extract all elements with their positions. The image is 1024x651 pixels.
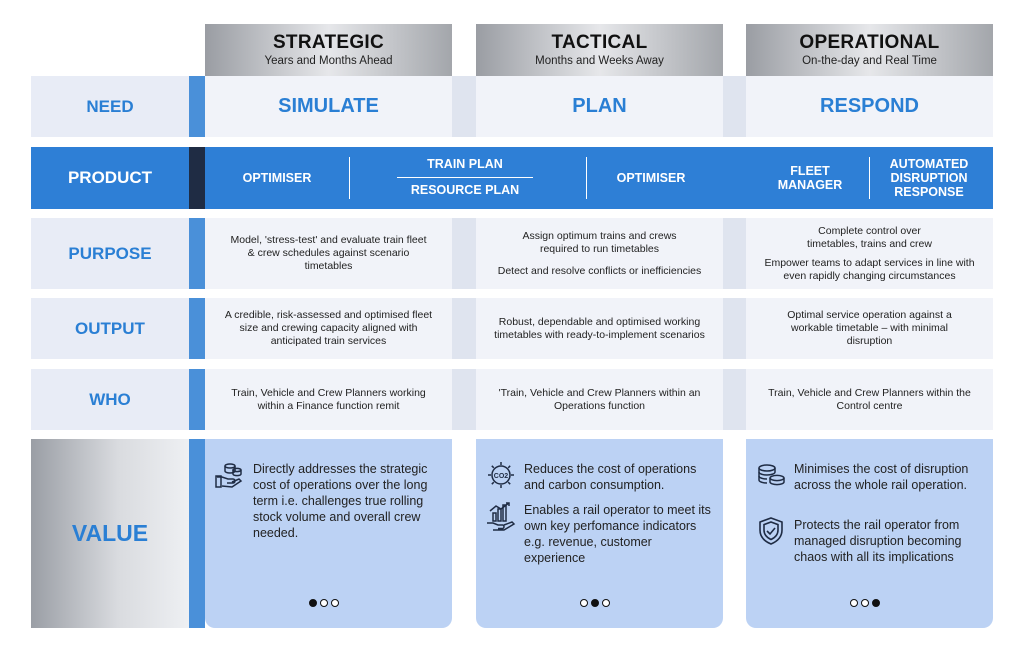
output-text: Robust, dependable and optimised working… — [494, 315, 705, 341]
row-label-value: VALUE — [31, 439, 189, 628]
value-item: Minimises the cost of disruption across … — [756, 460, 981, 493]
output-strategic: A credible, risk-assessed and optimised … — [205, 298, 452, 359]
value-strategic: Directly addresses the strategic cost of… — [205, 439, 452, 628]
need-plan: PLAN — [476, 76, 723, 137]
column-separator — [723, 298, 746, 359]
column-separator — [452, 298, 476, 359]
product-automated-disruption-response: AUTOMATED DISRUPTION RESPONSE — [889, 157, 969, 199]
need-respond: RESPOND — [746, 76, 993, 137]
product-divider — [397, 177, 533, 178]
column-separator — [723, 369, 746, 430]
pager-dot[interactable] — [872, 599, 880, 607]
row-accent-bar — [189, 76, 205, 137]
growth-chart-hand-icon — [486, 501, 518, 533]
purpose-text: Empower teams to adapt services in line … — [764, 256, 975, 282]
purpose-operational: Complete control over timetables, trains… — [746, 218, 993, 289]
co2-icon: CO2 — [486, 460, 518, 492]
row-label-output: OUTPUT — [31, 298, 189, 359]
column-header-strategic: STRATEGIC Years and Months Ahead — [205, 24, 452, 76]
value-item: CO2 Reduces the cost of operations and c… — [486, 460, 716, 493]
svg-text:CO2: CO2 — [494, 473, 509, 480]
purpose-strategic: Model, 'stress-test' and evaluate train … — [205, 218, 452, 289]
product-fleet-manager: FLEET MANAGER — [777, 164, 843, 192]
row-label-product: PRODUCT — [67, 168, 153, 187]
row-accent-bar — [189, 439, 205, 628]
value-text: Minimises the cost of disruption across … — [794, 462, 969, 492]
who-text: Train, Vehicle and Crew Planners within … — [768, 386, 971, 412]
row-label-purpose: PURPOSE — [31, 218, 189, 289]
column-separator — [452, 369, 476, 430]
coin-stack-icon — [756, 460, 788, 492]
who-text: 'Train, Vehicle and Crew Planners within… — [498, 386, 701, 412]
value-text: Protects the rail operator from managed … — [794, 518, 962, 564]
column-separator — [723, 218, 746, 289]
pager-dot[interactable] — [309, 599, 317, 607]
value-text: Reduces the cost of operations and carbo… — [524, 462, 697, 492]
row-label-need: NEED — [31, 76, 189, 137]
column-subtitle: Months and Weeks Away — [535, 55, 664, 67]
output-text: A credible, risk-assessed and optimised … — [224, 309, 433, 347]
pager-dots[interactable] — [309, 599, 339, 607]
product-optimiser-strategic: OPTIMISER — [242, 171, 312, 185]
value-text: Directly addresses the strategic cost of… — [253, 462, 428, 540]
value-item: Enables a rail operator to meet its own … — [486, 501, 716, 566]
row-accent-bar — [189, 298, 205, 359]
pager-dots[interactable] — [580, 599, 610, 607]
output-tactical: Robust, dependable and optimised working… — [476, 298, 723, 359]
product-divider — [349, 157, 350, 199]
product-dark-bar — [189, 147, 205, 209]
column-title: STRATEGIC — [272, 32, 385, 53]
column-subtitle: Years and Months Ahead — [264, 55, 393, 67]
purpose-text: Complete control over timetables, trains… — [807, 224, 932, 250]
pager-dot[interactable] — [861, 599, 869, 607]
who-tactical: 'Train, Vehicle and Crew Planners within… — [476, 369, 723, 430]
pager-dot[interactable] — [580, 599, 588, 607]
pager-dot[interactable] — [850, 599, 858, 607]
column-separator — [452, 218, 476, 289]
column-separator — [452, 76, 476, 137]
value-operational: Minimises the cost of disruption across … — [746, 439, 993, 628]
who-text: Train, Vehicle and Crew Planners working… — [231, 386, 426, 412]
output-text: Optimal service operation against a work… — [787, 309, 952, 347]
pager-dot[interactable] — [602, 599, 610, 607]
pager-dot[interactable] — [331, 599, 339, 607]
column-subtitle: On-the-day and Real Time — [802, 55, 937, 67]
product-divider — [586, 157, 587, 199]
who-operational: Train, Vehicle and Crew Planners within … — [746, 369, 993, 430]
column-title: TACTICAL — [551, 32, 648, 53]
row-accent-bar — [189, 218, 205, 289]
row-label-who: WHO — [31, 369, 189, 430]
pager-dot[interactable] — [320, 599, 328, 607]
product-optimiser-tactical: OPTIMISER — [616, 171, 686, 185]
product-train-plan: TRAIN PLAN — [427, 157, 503, 171]
purpose-text: Assign optimum trains and crews required… — [522, 229, 677, 255]
shield-check-icon — [756, 516, 788, 548]
purpose-text: Model, 'stress-test' and evaluate train … — [230, 234, 427, 272]
row-accent-bar — [189, 369, 205, 430]
product-resource-plan: RESOURCE PLAN — [410, 183, 520, 197]
value-item: Directly addresses the strategic cost of… — [215, 460, 440, 541]
column-separator — [723, 76, 746, 137]
value-item: Protects the rail operator from managed … — [756, 516, 981, 565]
column-title: OPERATIONAL — [799, 32, 940, 53]
value-tactical: CO2 Reduces the cost of operations and c… — [476, 439, 723, 628]
column-gap — [723, 439, 746, 628]
purpose-text: Detect and resolve conflicts or ineffici… — [497, 264, 702, 277]
purpose-tactical: Assign optimum trains and crews required… — [476, 218, 723, 289]
pager-dots[interactable] — [850, 599, 880, 607]
coins-hand-icon — [215, 460, 247, 492]
output-operational: Optimal service operation against a work… — [746, 298, 993, 359]
product-divider — [869, 157, 870, 199]
column-gap — [452, 439, 476, 628]
column-header-tactical: TACTICAL Months and Weeks Away — [476, 24, 723, 76]
pager-dot[interactable] — [591, 599, 599, 607]
column-header-operational: OPERATIONAL On-the-day and Real Time — [746, 24, 993, 76]
value-text: Enables a rail operator to meet its own … — [524, 503, 711, 565]
who-strategic: Train, Vehicle and Crew Planners working… — [205, 369, 452, 430]
need-simulate: SIMULATE — [205, 76, 452, 137]
